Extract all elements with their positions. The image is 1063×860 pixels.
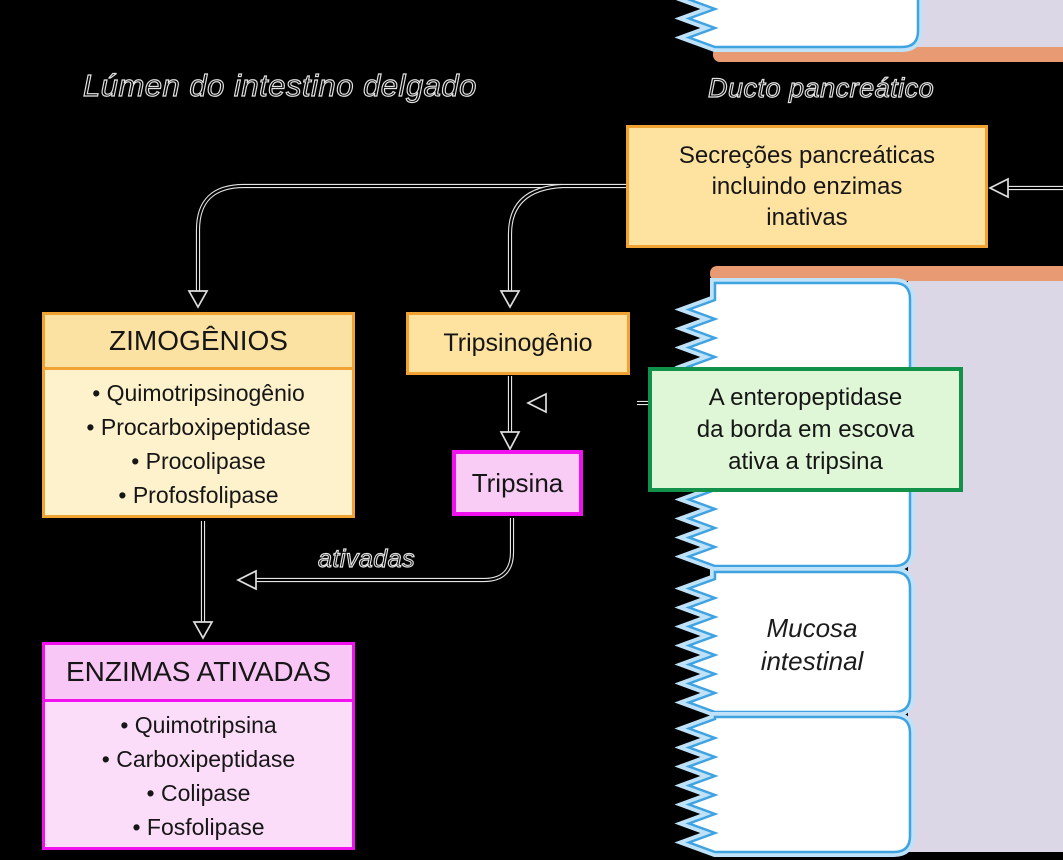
- trypsin-label: Tripsina: [471, 467, 564, 498]
- list-item: • Procarboxipeptidase: [86, 414, 311, 440]
- lumen-title: Lúmen do intestino delgado: [82, 67, 477, 103]
- epithelial-cell: [685, 715, 912, 854]
- enteropeptidase-text: A enteropeptidase da borda em escova ati…: [696, 383, 915, 475]
- duct-title: Ducto pancreático: [707, 72, 935, 103]
- epithelial-cell: [685, 0, 920, 49]
- list-item: • Profosfolipase: [118, 482, 279, 508]
- zymogens-list: • Quimotripsinogênio • Procarboxipeptidas…: [45, 370, 352, 512]
- trypsinogen-box: Tripsinogênio: [406, 312, 630, 375]
- arrow-trypsin-activates: [236, 518, 515, 591]
- epithelial-cells: [674, 0, 923, 857]
- arrow-duct-inflow: [988, 177, 1063, 199]
- activated-enzymes-box: ENZIMAS ATIVADAS • Quimotripsina • Carbox…: [42, 642, 355, 850]
- arrow-trypsinogen-trypsin: [499, 376, 521, 451]
- submucosa-top: [913, 0, 1063, 48]
- activation-arrow-label: ativadas: [317, 544, 416, 573]
- arrow-enteropeptidase-pointer: [526, 392, 650, 414]
- epithelial-cell: [685, 570, 912, 714]
- activated-enzymes-list: • Quimotripsina • Carboxipeptidase • Colip…: [45, 702, 352, 844]
- zymogens-title: ZIMOGÊNIOS: [45, 315, 352, 370]
- secretions-text: Secreções pancreáticas incluindo enzimas…: [678, 142, 936, 231]
- list-item: • Fosfolipase: [132, 814, 265, 840]
- list-item: • Quimotripsinogênio: [92, 380, 305, 406]
- trypsin-box: Tripsina: [452, 450, 583, 516]
- zymogens-box: ZIMOGÊNIOS • Quimotripsinogênio • Procarb…: [42, 312, 355, 518]
- list-item: • Quimotripsina: [120, 712, 277, 738]
- list-item: • Carboxipeptidase: [101, 746, 296, 772]
- enteropeptidase-note-box: A enteropeptidase da borda em escova ati…: [648, 367, 963, 492]
- mucosa-label: Mucosa intestinal: [760, 613, 864, 676]
- duct-wall-lower: [710, 266, 1063, 281]
- secretions-box: Secreções pancreáticas incluindo enzimas…: [626, 125, 988, 248]
- arrow-zymogens-activated: [192, 521, 214, 640]
- list-item: • Colipase: [146, 780, 251, 806]
- list-item: • Procolipase: [131, 448, 266, 474]
- activated-enzymes-title: ENZIMAS ATIVADAS: [45, 645, 352, 702]
- trypsinogen-label: Tripsinogênio: [443, 329, 593, 357]
- arrow-secretions-branch: [187, 183, 630, 309]
